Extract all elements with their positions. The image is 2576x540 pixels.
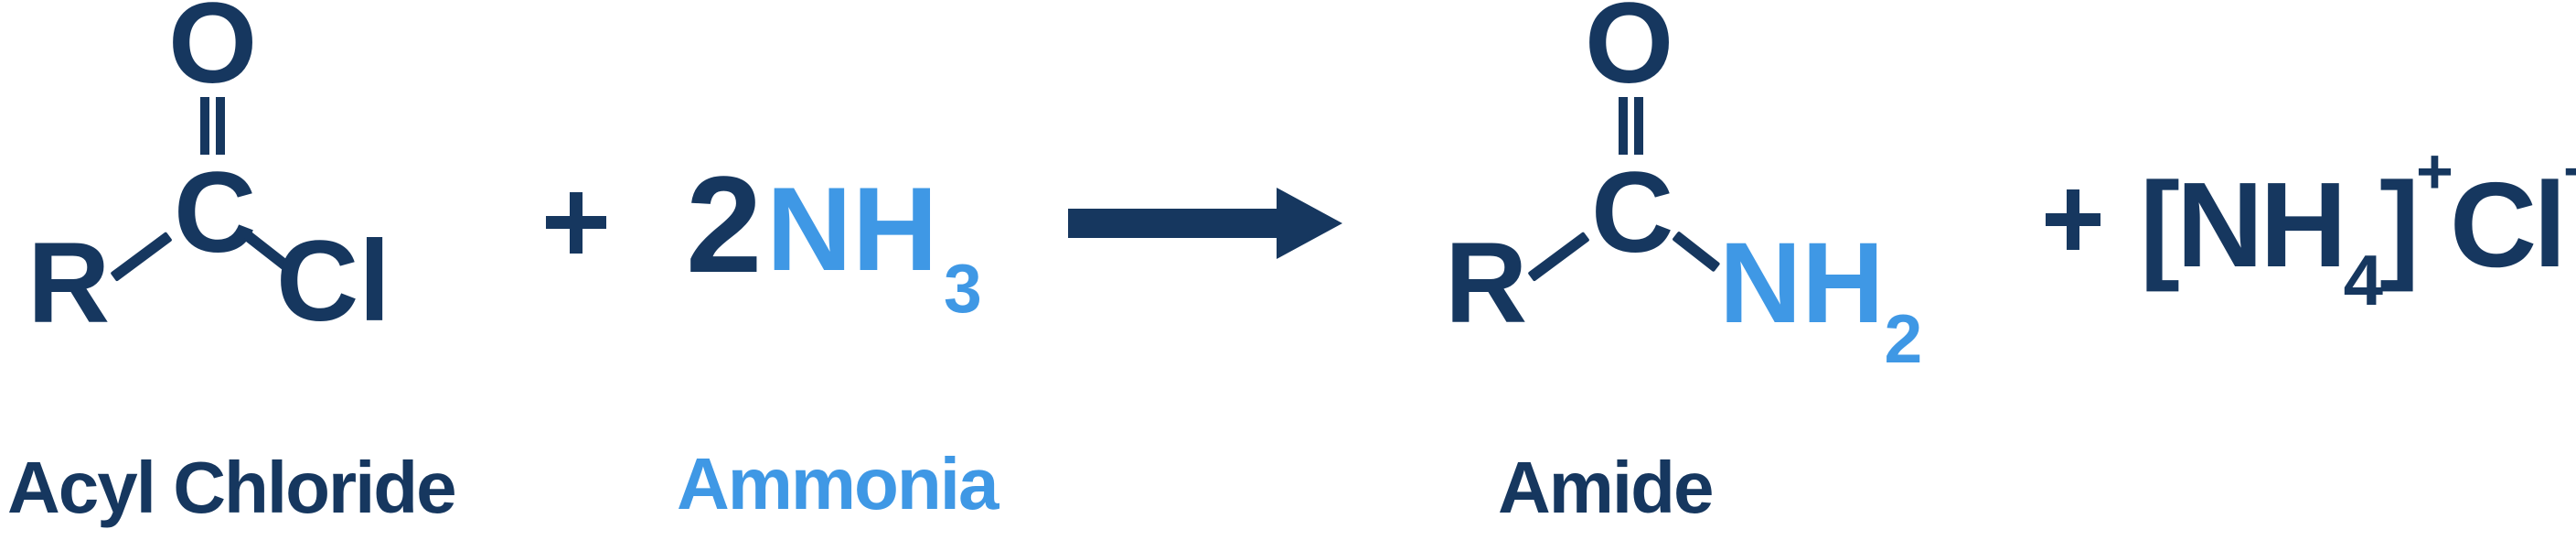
single-bond-c-n — [1672, 231, 1721, 273]
plus-icon — [2067, 189, 2079, 250]
open-bracket: [ — [2140, 157, 2180, 292]
ammonium-chloride-formula: [NH4]+Cl− — [2140, 139, 2576, 316]
ammonia-subscript: 3 — [944, 250, 982, 327]
close-bracket: ] — [2379, 157, 2420, 292]
double-bond-line — [216, 97, 225, 155]
amine-subscript: 2 — [1884, 300, 1923, 377]
amine-group: NH2 — [1719, 226, 1922, 373]
atom-carbon: C — [1591, 149, 1674, 276]
arrow-shaft — [1068, 209, 1280, 238]
plus-text: + — [0, 0, 1, 1]
ammonium-nh: NH — [2175, 157, 2347, 292]
ammonia-coefficient: 2 — [686, 147, 763, 301]
plus-text: + — [0, 0, 1, 1]
chloride: Cl — [2449, 157, 2567, 292]
ammonium-subscript: 4 — [2343, 240, 2383, 320]
atom-oxygen: O — [1585, 0, 1674, 107]
acyl-chloride-label: Acyl Chloride — [7, 447, 457, 528]
amine-nh: NH — [1719, 220, 1885, 347]
plus-icon — [570, 192, 583, 254]
anion-charge: − — [2563, 135, 2576, 207]
single-bond-r-c — [110, 231, 173, 282]
atom-carbon: C — [174, 149, 257, 276]
double-bond-line — [1619, 97, 1628, 155]
atom-chlorine: Cl — [276, 218, 390, 345]
arrow-text: ⟶ — [0, 0, 1, 1]
ammonia-formula: NH — [766, 162, 938, 296]
atom-oxygen: O — [168, 0, 258, 107]
atom-r-group: R — [1445, 220, 1528, 347]
amide-label: Amide — [1498, 447, 1714, 528]
single-bond-r-c — [1527, 231, 1590, 282]
ammonia-label: Ammonia — [677, 443, 999, 524]
double-bond-line — [1634, 97, 1643, 155]
atom-r-group: R — [27, 220, 111, 347]
cation-charge: + — [2415, 135, 2453, 207]
double-bond-line — [200, 97, 209, 155]
arrow-head-icon — [1277, 188, 1342, 259]
